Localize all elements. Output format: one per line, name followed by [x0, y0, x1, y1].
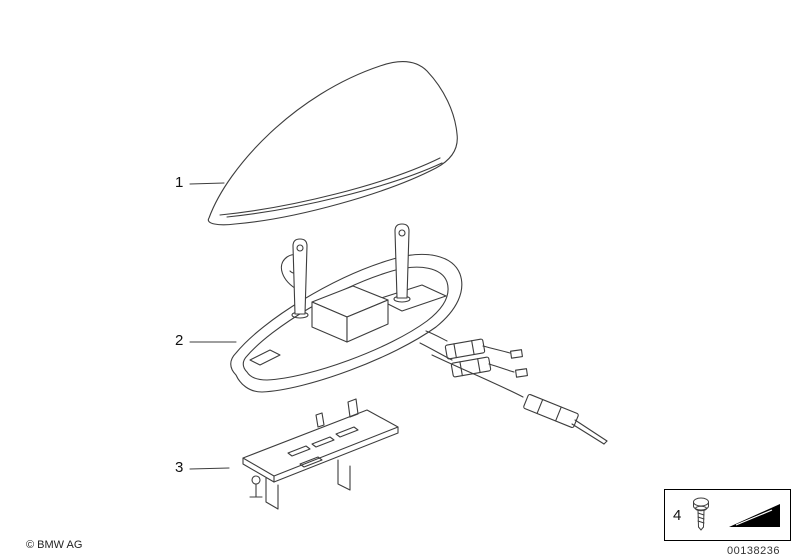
callout-4: 4 — [673, 506, 682, 524]
copyright-notice: © BMW AG — [26, 539, 83, 551]
callout-3: 3 — [175, 459, 184, 476]
callout-1: 1 — [175, 174, 184, 191]
antenna-base-drawing — [230, 223, 463, 393]
fastener-legend-box: 4 — [664, 489, 791, 541]
mounting-bracket-drawing — [242, 398, 399, 510]
antenna-cover-drawing — [207, 61, 458, 226]
image-number: 00138236 — [727, 545, 780, 557]
callout-2: 2 — [175, 332, 184, 349]
screw-icon — [693, 497, 710, 531]
direction-arrow-icon — [729, 504, 780, 527]
callout-leader-lines — [189, 182, 237, 470]
cable-harness-drawing — [419, 330, 608, 445]
